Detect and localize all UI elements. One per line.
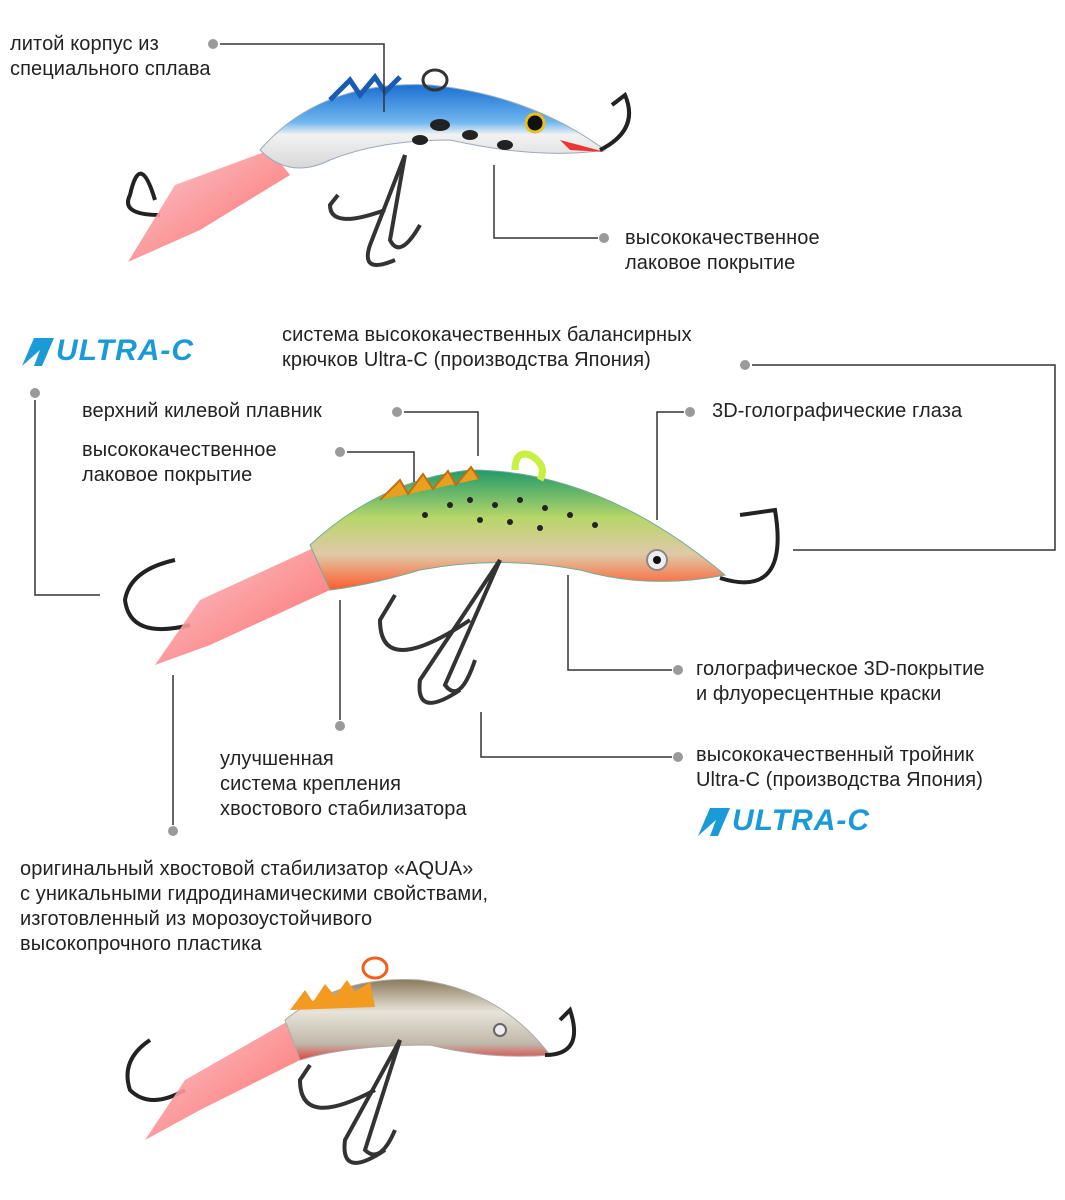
- rear-hook-icon: [125, 1038, 186, 1102]
- logo-text: ULTRA-C: [732, 804, 871, 837]
- callout-keel-fin: верхний килевой плавник: [82, 399, 322, 424]
- callout-line: высококачественное: [82, 439, 277, 461]
- callout-line: крючков Ultra-C (производства Япония): [282, 349, 651, 371]
- lure-blue: [126, 68, 631, 267]
- callout-line: Ultra-C (производства Япония): [696, 769, 983, 791]
- logo-text: ULTRA-C: [56, 334, 195, 367]
- front-hook-icon: [599, 91, 631, 152]
- ultra-c-logo: ULTRA-C: [20, 334, 194, 368]
- callout-line: с уникальными гидродинамическими свойств…: [20, 883, 489, 905]
- callout-line: оригинальный хвостовой стабилизатор «AQU…: [20, 858, 474, 880]
- callout-lacquer-mid: высококачественное лаковое покрытие: [82, 438, 277, 488]
- treble-hook-icon: [377, 558, 502, 705]
- callout-cast-body: литой корпус из специального сплава: [10, 32, 211, 82]
- tail-stabilizer: [128, 150, 290, 262]
- callout-aqua-tail: оригинальный хвостовой стабилизатор «AQU…: [20, 857, 488, 957]
- callout-line: литой корпус из: [10, 33, 159, 55]
- callout-line: высококачественное: [625, 227, 820, 249]
- tail-stabilizer: [155, 545, 330, 665]
- callout-line: улучшенная: [220, 748, 334, 770]
- tail-stabilizer: [145, 1020, 300, 1140]
- rear-hook-icon: [122, 558, 191, 632]
- front-hook-icon: [544, 1006, 576, 1057]
- callout-lacquer-top: высококачественное лаковое покрытие: [625, 226, 820, 276]
- callout-ultra-c-hooks: система высококачественных балансирных к…: [282, 323, 692, 373]
- leader-dots: [30, 39, 750, 836]
- callout-line: система высококачественных балансирных: [282, 324, 692, 346]
- callout-line: голографическое 3D-покрытие: [696, 658, 985, 680]
- treble-hook-icon: [327, 154, 422, 267]
- front-hook-icon: [719, 507, 780, 585]
- callout-line: система крепления: [220, 773, 402, 795]
- callout-tail-mount: улучшенная система крепления хвостового …: [220, 747, 467, 822]
- ultra-c-logo: ULTRA-C: [696, 804, 870, 838]
- lure-green: [122, 450, 780, 705]
- ultra-c-logo-icon: [698, 808, 730, 836]
- callout-line: 3D-голографические глаза: [712, 400, 963, 422]
- ultra-c-logo-icon: [22, 338, 54, 366]
- lure-silver: [125, 956, 576, 1165]
- callout-line: высокопрочного пластика: [20, 933, 262, 955]
- callout-holo-coating: голографическое 3D-покрытие и флуоресцен…: [696, 657, 985, 707]
- callout-line: лаковое покрытие: [625, 252, 796, 274]
- callout-line: лаковое покрытие: [82, 464, 253, 486]
- callout-line: высококачественный тройник: [696, 744, 974, 766]
- callout-line: хвостового стабилизатора: [220, 798, 467, 820]
- leader-lines: [34, 43, 1056, 825]
- callout-eyes: 3D-голографические глаза: [712, 399, 962, 424]
- callout-line: специального сплава: [10, 58, 211, 80]
- callout-line: верхний килевой плавник: [82, 400, 322, 422]
- treble-hook-icon: [297, 1039, 402, 1165]
- rear-hook-icon: [126, 171, 161, 217]
- callout-line: изготовленный из морозоустойчивого: [20, 908, 373, 930]
- callout-line: и флуоресцентные краски: [696, 683, 942, 705]
- callout-treble-hook: высококачественный тройник Ultra-C (прои…: [696, 743, 983, 793]
